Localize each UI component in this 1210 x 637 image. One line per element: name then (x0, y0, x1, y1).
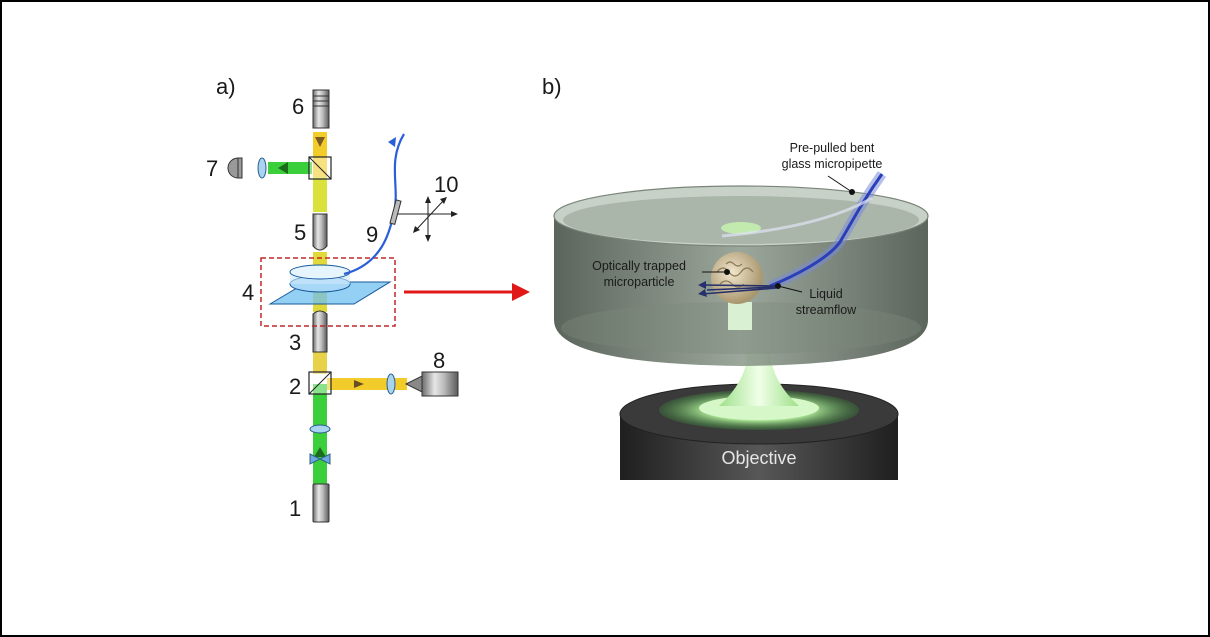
number-2: 2 (289, 374, 301, 399)
illumination-source (312, 89, 330, 129)
number-3: 3 (289, 330, 301, 355)
number-5: 5 (294, 220, 306, 245)
flow-arrow (388, 137, 396, 147)
beam-arrow-left (278, 162, 288, 174)
callout-flow-line1: Liquid (809, 287, 842, 301)
panel-a-label: a) (216, 74, 236, 99)
zoom-arrow-head (512, 283, 530, 301)
number-6: 6 (292, 94, 304, 119)
beam-arrow-up (314, 447, 326, 457)
streamflow-arrows (701, 284, 777, 295)
laser-source (312, 483, 330, 523)
number-7: 7 (206, 156, 218, 181)
callout-pipette-line1: Pre-pulled bent (790, 141, 875, 155)
objective-label: Objective (721, 448, 796, 468)
panel-b-label: b) (542, 74, 562, 99)
callout-dot-particle (724, 269, 730, 275)
diverging-lens (309, 453, 331, 465)
beam-sample-lower (313, 352, 327, 374)
callout-particle-line1: Optically trapped (592, 259, 686, 273)
objective-3 (312, 310, 328, 353)
stage-axis-y (415, 199, 445, 231)
pipette-holder (389, 199, 402, 225)
beam-arrow-right (354, 380, 364, 388)
callout-pipette-line2: glass micropipette (782, 157, 883, 171)
number-10: 10 (434, 172, 458, 197)
converging-lens (309, 424, 331, 434)
beam-detector-top (313, 177, 327, 212)
beam-top (313, 132, 327, 177)
objective-5 (312, 213, 328, 251)
number-4: 4 (242, 280, 254, 305)
trapped-microparticle (711, 252, 763, 304)
number-8: 8 (433, 348, 445, 373)
sample-highlight-box (260, 257, 396, 327)
callout-dot-pipette (849, 189, 855, 195)
callout-flow-line2: streamflow (796, 303, 857, 317)
detector-lens (257, 157, 267, 179)
callout-particle-line2: microparticle (604, 275, 675, 289)
beam-to-qpd (268, 162, 312, 174)
camera-lens (386, 373, 396, 395)
number-1: 1 (289, 496, 301, 521)
camera (421, 371, 459, 397)
number-9: 9 (366, 222, 378, 247)
callout-dot-flow (775, 283, 781, 289)
light-cone (719, 352, 799, 406)
quadrant-detector (227, 157, 243, 179)
laser-beam-green (313, 384, 327, 484)
beam-arrow-down (315, 137, 325, 147)
